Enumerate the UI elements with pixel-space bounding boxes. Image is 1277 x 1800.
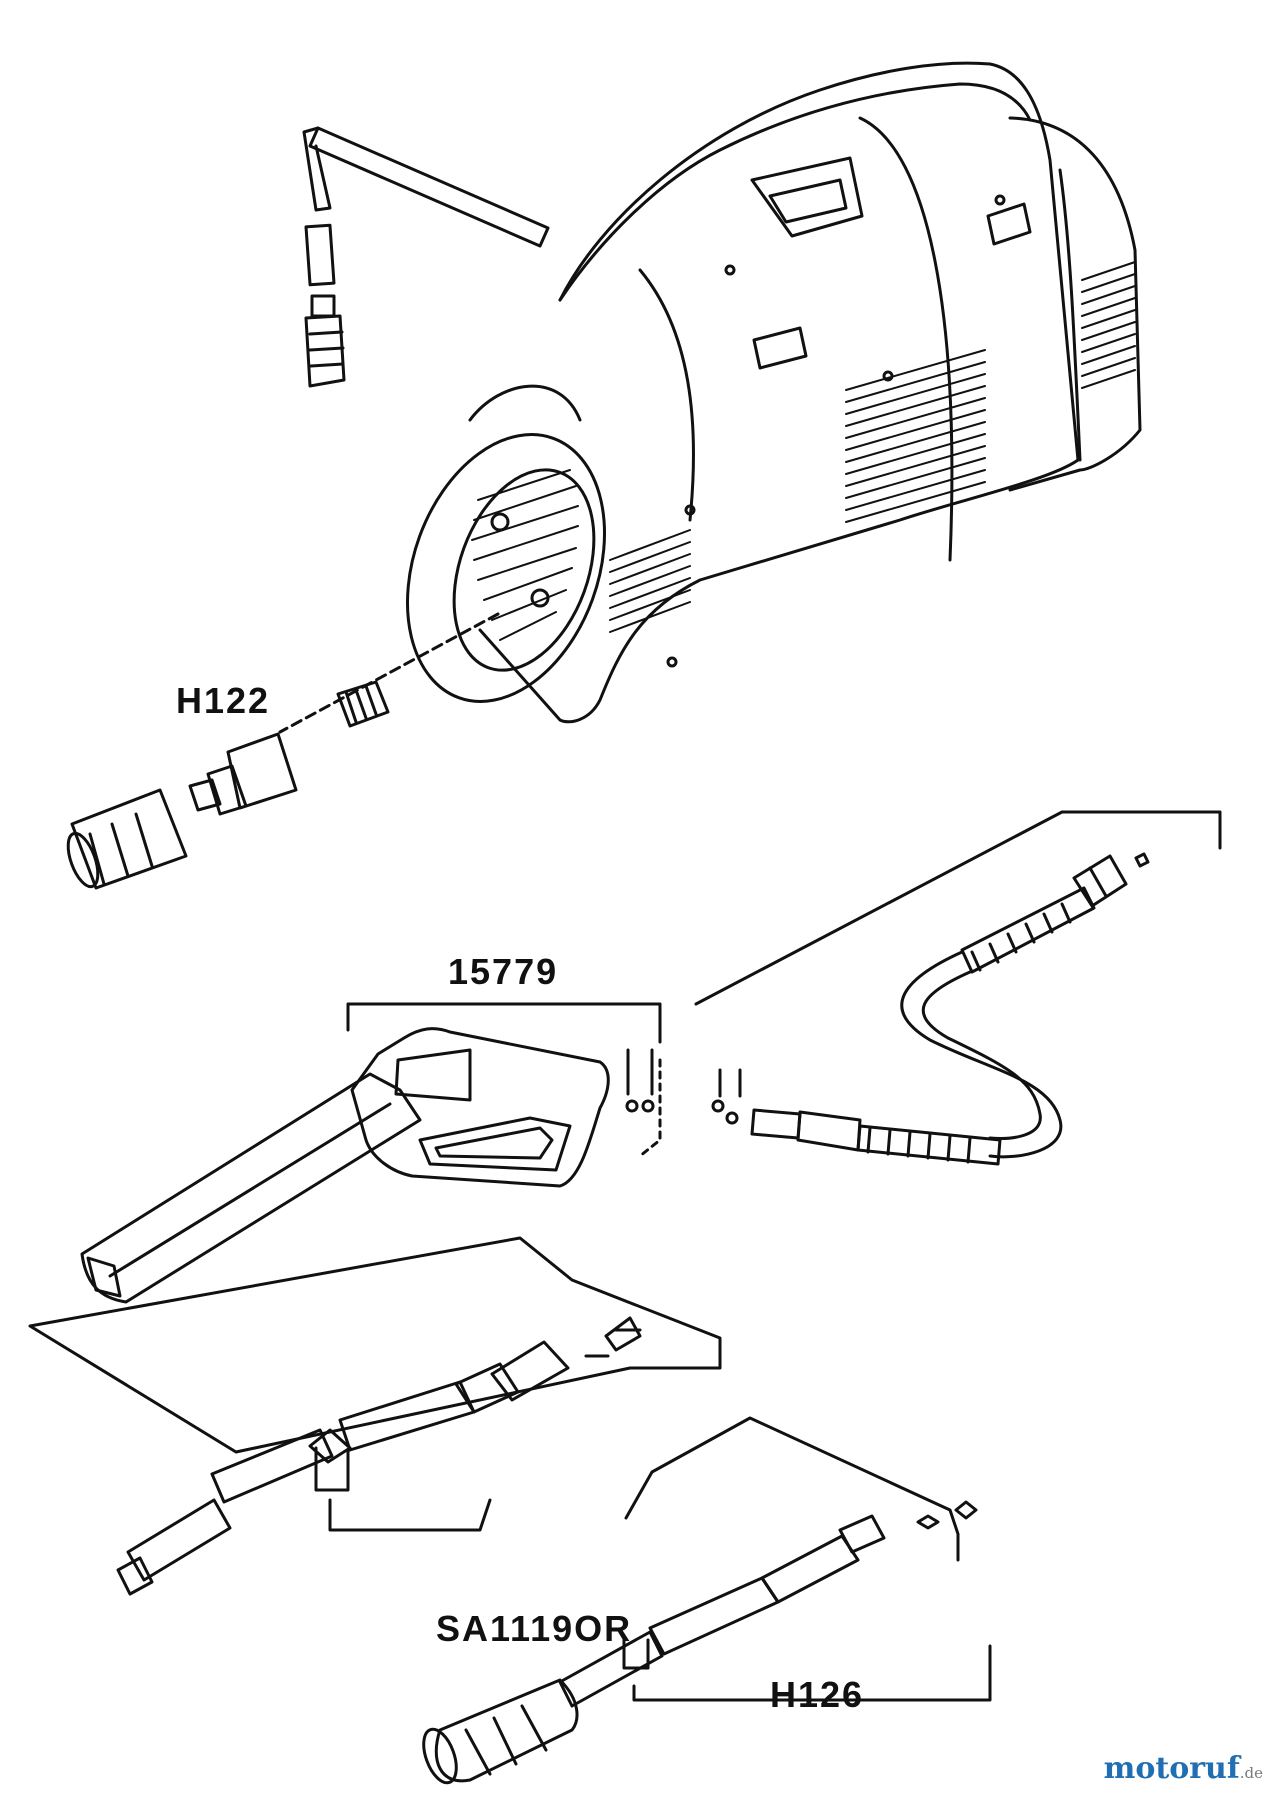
pressure-washer-housing [478, 61, 1142, 724]
turbo-lance [422, 1416, 992, 1785]
high-pressure-hose [694, 810, 1222, 1166]
part-label-h126: H126 [770, 1674, 865, 1715]
part-label-sa1119or: SA1119OR [436, 1608, 633, 1649]
watermark-name: motoruf [1103, 1751, 1240, 1786]
lance-kit [28, 1236, 722, 1596]
suction-hose [302, 126, 550, 388]
outlet-bezel [406, 384, 606, 703]
watermark-domain: .de [1239, 1764, 1263, 1782]
motoruf-watermark: motoruf.de [1104, 1751, 1263, 1786]
part-label-h122: H122 [176, 680, 271, 721]
trigger-gun [80, 1002, 662, 1304]
inlet-coupler [66, 612, 500, 890]
part-label-15779: 15779 [448, 951, 559, 992]
